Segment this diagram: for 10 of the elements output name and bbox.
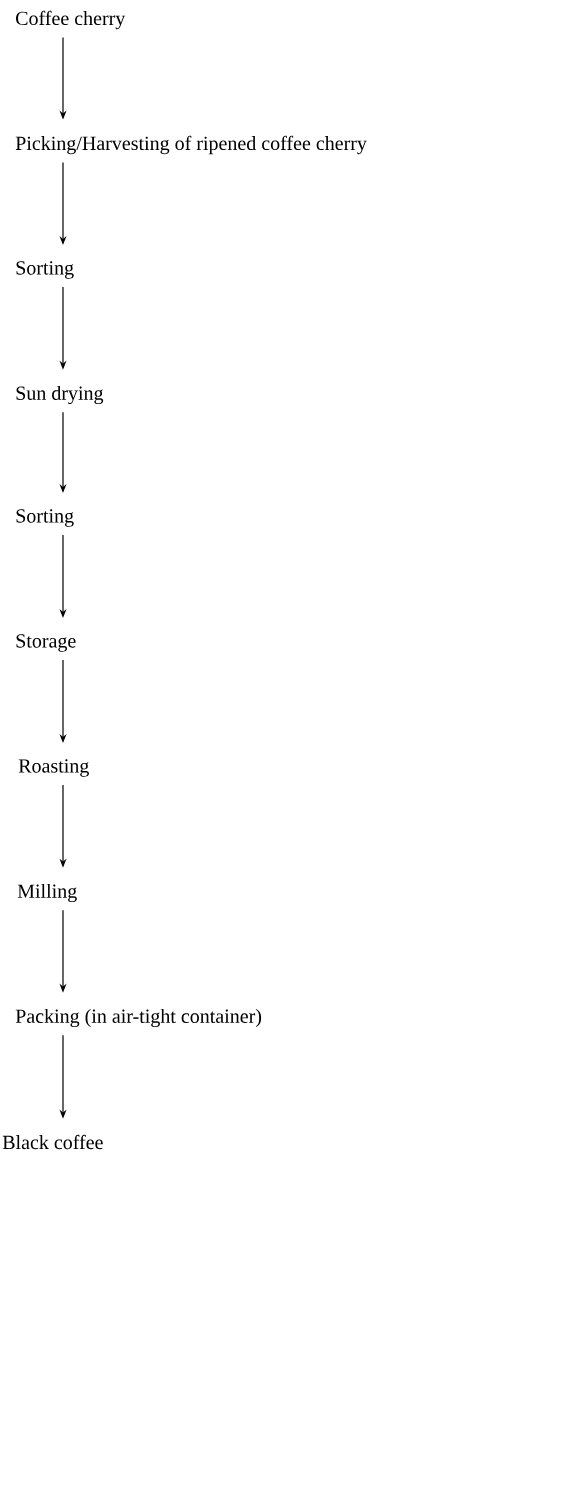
step-label: Picking/Harvesting of ripened coffee cherry xyxy=(15,135,367,155)
step-label: Sun drying xyxy=(16,385,104,405)
step-label: Sorting xyxy=(16,261,74,279)
step-label: Sorting xyxy=(16,509,74,527)
step-label: Packing (in air-tight container) xyxy=(15,1008,262,1028)
step-label: Milling xyxy=(17,883,77,903)
step-label: Roasting xyxy=(18,759,89,777)
step-label: Storage xyxy=(16,634,76,652)
step-label: Black coffee xyxy=(2,1134,103,1150)
step-label: Coffee cherry xyxy=(16,10,126,30)
